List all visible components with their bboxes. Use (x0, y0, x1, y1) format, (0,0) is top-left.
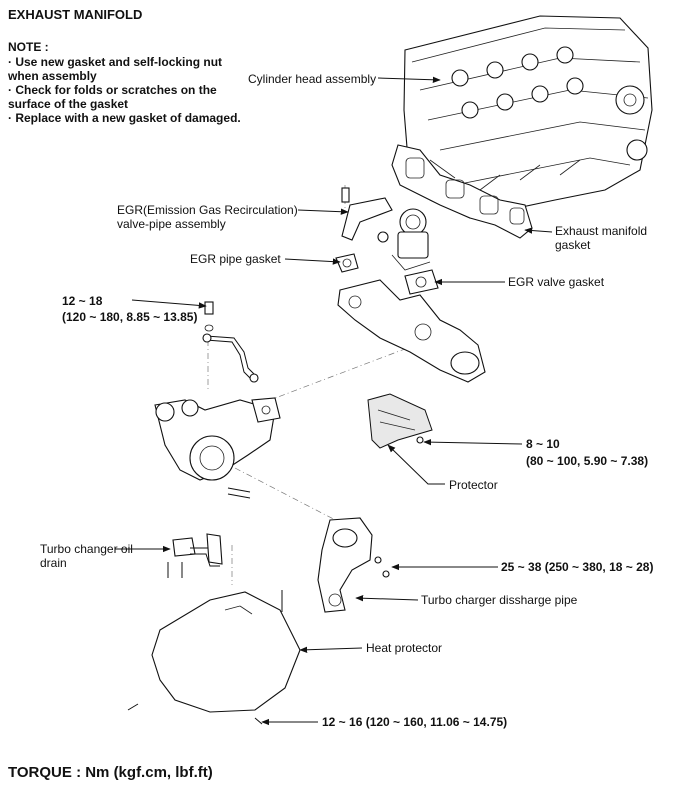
leader-lines (115, 76, 553, 726)
label-heat-protector: Heat protector (366, 641, 443, 655)
egr-pipe-gasket (335, 253, 359, 273)
note-line: when assembly (8, 69, 97, 83)
label-protector: Protector (449, 478, 498, 492)
label-exhaust-gasket-line1: Exhaust manifold (555, 224, 648, 238)
exhaust-manifold-gasket (391, 144, 533, 239)
label-cylinder-head: Cylinder head assembly (248, 72, 377, 86)
torque-protector-line1: 8 ~ 10 (526, 437, 560, 451)
note-list: · Use new gasket and self-locking nut wh… (8, 55, 241, 125)
label-exhaust-gasket-line2: gasket (555, 238, 591, 252)
label-turbo-oil-drain-line2: drain (40, 556, 67, 570)
torque-protector-line2: (80 ~ 100, 5.90 ~ 7.38) (526, 454, 649, 468)
turbocharger (154, 397, 281, 499)
label-egr-valve-pipe-line2: valve-pipe assembly (117, 217, 226, 231)
label-egr-valve-pipe-line1: EGR(Emission Gas Recirculation) (117, 203, 298, 217)
label-egr-pipe-gasket: EGR pipe gasket (190, 252, 281, 266)
torque-oil-feed-line2: (120 ~ 180, 8.85 ~ 13.85) (62, 310, 198, 324)
torque-units-footer: TORQUE : Nm (kgf.cm, lbf.ft) (8, 764, 213, 781)
camshaft-lobes (451, 46, 584, 119)
torque-discharge-nuts: 25 ~ 38 (250 ~ 380, 18 ~ 28) (501, 560, 654, 574)
exhaust-manifold (337, 279, 486, 383)
cylinder-head-assembly (403, 15, 653, 219)
oil-feed-pipe (202, 301, 259, 383)
label-turbo-discharge-pipe: Turbo charger dissharge pipe (421, 593, 578, 607)
note-line: surface of the gasket (8, 97, 129, 111)
egr-valve-gasket (404, 269, 439, 295)
label-turbo-oil-drain-line1: Turbo changer oil (40, 542, 133, 556)
page-title: EXHAUST MANIFOLD (8, 7, 143, 22)
note-line: · Replace with a new gasket of damaged. (8, 111, 241, 125)
note-line: · Use new gasket and self-locking nut (8, 55, 223, 69)
note-line: · Check for folds or scratches on the (8, 83, 217, 97)
torque-oil-feed-line1: 12 ~ 18 (62, 294, 103, 308)
label-egr-valve-gasket: EGR valve gasket (508, 275, 605, 289)
turbo-discharge-pipe (317, 517, 390, 613)
torque-heat-protector-bolts: 12 ~ 16 (120 ~ 160, 11.06 ~ 14.75) (322, 715, 508, 729)
turbo-oil-drain (167, 533, 223, 578)
note-heading: NOTE : (8, 40, 49, 54)
egr-valve-pipe-assembly (341, 187, 431, 271)
heat-protector (127, 590, 301, 725)
protector (367, 393, 433, 449)
